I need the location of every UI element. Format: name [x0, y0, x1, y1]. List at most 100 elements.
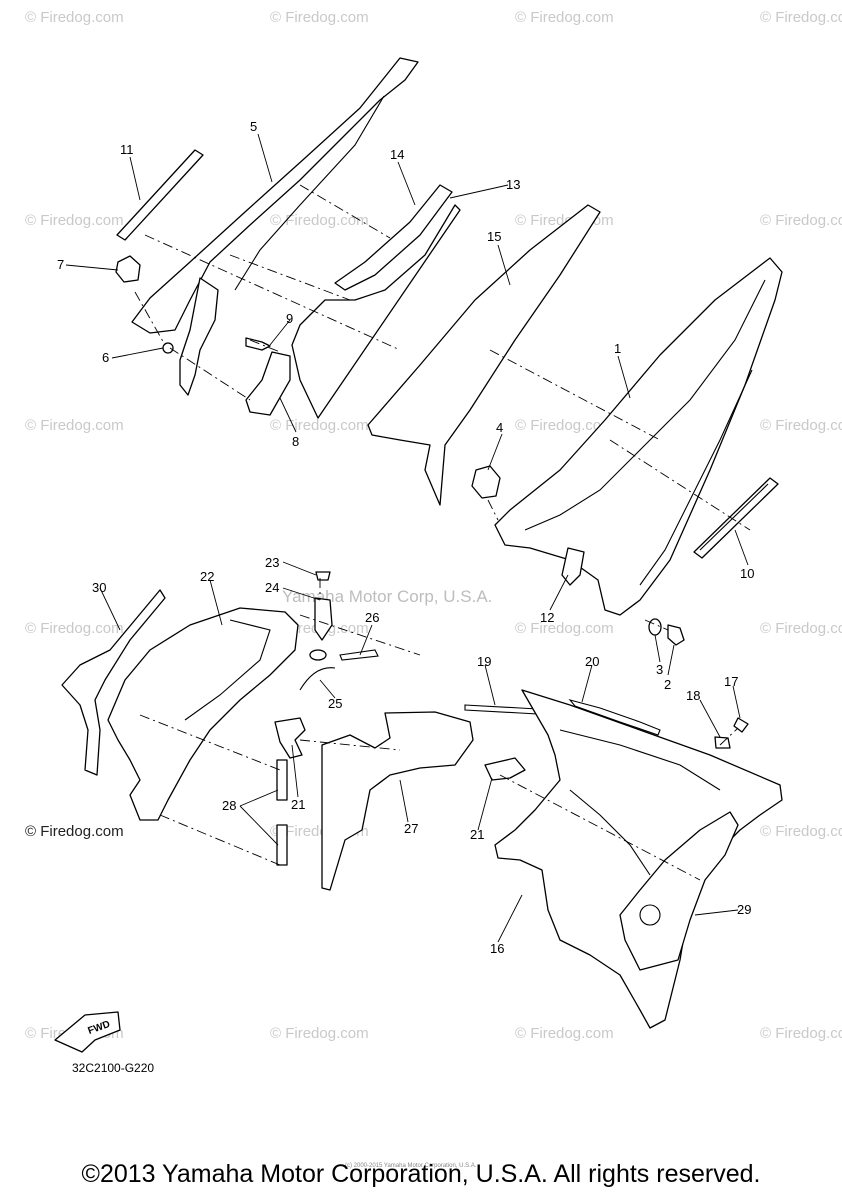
- part-4-clip: [471, 465, 501, 499]
- callout-13: 13: [506, 177, 520, 192]
- callout-15: 15: [487, 229, 501, 244]
- callout-24: 24: [265, 580, 279, 595]
- callout-26: 26: [365, 610, 379, 625]
- watermark: © Firedog.com: [760, 417, 842, 434]
- callout-11: 11: [120, 142, 134, 157]
- part-22-inner-line: [184, 619, 271, 721]
- alignment-lines: [134, 184, 751, 881]
- callout-5: 5: [250, 119, 257, 134]
- callout-1: 1: [614, 341, 621, 356]
- part-8-bracket: [245, 351, 291, 416]
- watermark: © Firedog.com: [760, 823, 842, 840]
- part-20-strip: [568, 699, 661, 736]
- callout-29: 29: [737, 902, 751, 917]
- callout-27: 27: [404, 821, 418, 836]
- fwd-arrow-icon: FWD: [54, 1011, 121, 1053]
- part-5-inner-line: [234, 95, 385, 291]
- watermark: © Firedog.com: [270, 9, 369, 26]
- part-14-seal: [334, 184, 453, 291]
- part-23-screw: [315, 571, 331, 581]
- part-10-emblem-inner: [699, 483, 769, 551]
- watermark: © Firedog.com: [25, 417, 124, 434]
- part-9-bolt: [245, 337, 271, 351]
- part-21-clip-left: [274, 717, 306, 759]
- watermark-dark: © Firedog.com: [25, 823, 124, 840]
- watermark: © Firedog.com: [25, 620, 124, 637]
- part-1-crease-2: [639, 369, 753, 586]
- watermark: © Firedog.com: [25, 212, 124, 229]
- callout-labels: 5 11 14 13 15 1 7 6 9 8 4 10 12 3 2 30 2…: [57, 119, 754, 956]
- part-28-damper-b: [276, 824, 288, 866]
- part-10-emblem: [693, 477, 779, 559]
- part-24-bracket: [314, 597, 333, 641]
- callout-21b: 21: [470, 827, 484, 842]
- copyright-footer: ©2013 Yamaha Motor Corporation, U.S.A. A…: [81, 1160, 761, 1188]
- watermark: © Firedog.com: [270, 212, 369, 229]
- part-25-wire: [299, 667, 336, 691]
- callout-10: 10: [740, 566, 754, 581]
- part-15-sheet: [367, 204, 601, 506]
- watermark: © Firedog.com: [760, 212, 842, 229]
- watermark: © Firedog.com: [270, 417, 369, 434]
- watermark-layer: © Firedog.com © Firedog.com © Firedog.co…: [25, 9, 842, 1042]
- callout-7: 7: [57, 257, 64, 272]
- part-16-crease-2: [569, 789, 651, 876]
- upper-panel-assembly: [116, 57, 783, 616]
- callout-30: 30: [92, 580, 106, 595]
- callout-25: 25: [328, 696, 342, 711]
- part-29-decal: [619, 811, 739, 971]
- watermark: © Firedog.com: [760, 620, 842, 637]
- part-5-side-cover: [131, 57, 419, 334]
- callout-12: 12: [540, 610, 554, 625]
- fine-print: (c) 2000-2015 Yamaha Motor Corporation, …: [345, 1163, 477, 1169]
- watermark: © Firedog.com: [760, 9, 842, 26]
- part-11-strip: [116, 149, 204, 241]
- part-28-damper-a: [276, 759, 288, 801]
- part-24-grommet: [309, 649, 327, 661]
- callout-14: 14: [390, 147, 404, 162]
- callout-16: 16: [490, 941, 504, 956]
- watermark: © Firedog.com: [515, 9, 614, 26]
- watermark: © Firedog.com: [515, 417, 614, 434]
- callout-18: 18: [686, 688, 700, 703]
- part-13-panel: [291, 204, 461, 419]
- yamaha-emblem-icon: [639, 904, 661, 926]
- part-21-clip-right: [484, 757, 526, 781]
- callout-6: 6: [102, 350, 109, 365]
- part-5-lower-bracket: [179, 277, 219, 396]
- callout-21a: 21: [291, 797, 305, 812]
- part-16-crease: [559, 729, 721, 791]
- upper-fasteners: [115, 255, 685, 646]
- part-22-cowl: [107, 607, 299, 821]
- part-3-washer: [648, 618, 662, 636]
- callout-19: 19: [477, 654, 491, 669]
- lower-left-assembly: [61, 571, 474, 891]
- watermark: © Firedog.com: [270, 1025, 369, 1042]
- callout-8: 8: [292, 434, 299, 449]
- part-27-sheet: [321, 711, 474, 891]
- lower-right-assembly: [464, 689, 783, 1029]
- watermark: © Firedog.com: [515, 1025, 614, 1042]
- watermark: © Firedog.com: [760, 1025, 842, 1042]
- corp-watermark: Yamaha Motor Corp, U.S.A.: [282, 587, 492, 606]
- diagram-code: 32C2100-G220: [72, 1061, 154, 1075]
- part-1-side-panel: [494, 257, 783, 616]
- watermark: © Firedog.com: [515, 620, 614, 637]
- callout-2: 2: [664, 677, 671, 692]
- callout-22: 22: [200, 569, 214, 584]
- part-26-strip: [339, 649, 379, 661]
- part-1-crease: [524, 279, 766, 531]
- part-7-clip: [115, 255, 141, 283]
- callout-17: 17: [724, 674, 738, 689]
- callout-9: 9: [286, 311, 293, 326]
- watermark: © Firedog.com: [25, 9, 124, 26]
- callout-28: 28: [222, 798, 236, 813]
- part-2-bolt: [667, 624, 685, 646]
- leader-lines: [65, 133, 749, 943]
- part-16-cover: [494, 689, 783, 1029]
- callout-4: 4: [496, 420, 503, 435]
- part-30-panel: [61, 589, 166, 776]
- callout-23: 23: [265, 555, 279, 570]
- callout-20: 20: [585, 654, 599, 669]
